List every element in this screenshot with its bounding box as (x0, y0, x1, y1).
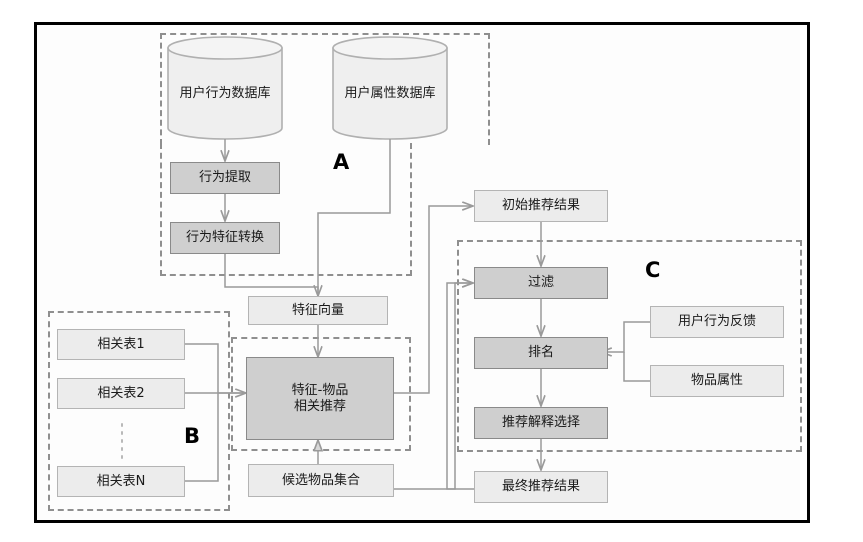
final-recommend-result-node[interactable]: 最终推荐结果 (474, 471, 608, 503)
item-attribute-node[interactable]: 物品属性 (650, 365, 784, 397)
edge-recommend-to-initial (394, 206, 473, 394)
edge-btables-bus (185, 343, 219, 482)
region-a-boundary-top (160, 33, 490, 145)
region-b-letter: B (184, 424, 201, 448)
region-a-letter: A (333, 150, 350, 174)
candidate-item-set-node[interactable]: 候选物品集合 (248, 464, 394, 497)
edge-feedback-to-ranking (601, 321, 650, 352)
edge-itemattr-to-ranking (623, 352, 650, 382)
relation-table-1-node[interactable]: 相关表1 (57, 329, 185, 360)
relation-table-n-node[interactable]: 相关表N (57, 466, 185, 497)
behavior-extract-node[interactable]: 行为提取 (170, 162, 280, 194)
user-behavior-feedback-node[interactable]: 用户行为反馈 (650, 306, 784, 338)
recommend-explanation-select-node[interactable]: 推荐解释选择 (474, 407, 608, 439)
filter-node[interactable]: 过滤 (474, 267, 608, 299)
user-behavior-db-shape (167, 36, 283, 140)
behavior-feature-transform-node[interactable]: 行为特征转换 (170, 222, 280, 254)
region-c-letter: C (645, 258, 661, 282)
relation-table-2-node[interactable]: 相关表2 (57, 378, 185, 409)
edge-final-feedback-to-filter (446, 283, 489, 490)
user-behavior-db: 用户行为数据库 (168, 60, 282, 128)
user-attribute-db-shape (332, 36, 448, 140)
user-attribute-db: 用户属性数据库 (333, 60, 447, 128)
feature-item-recommend-node[interactable]: 特征-物品 相关推荐 (246, 357, 394, 440)
user-behavior-db-label: 用户行为数据库 (179, 86, 271, 102)
feature-vector-node[interactable]: 特征向量 (248, 296, 388, 325)
initial-recommend-result-node[interactable]: 初始推荐结果 (474, 190, 608, 222)
region-b-boundary (48, 311, 230, 511)
region-a-boundary-bottom (160, 143, 412, 276)
edge-transform-to-featurevector (224, 254, 318, 296)
user-attribute-db-label: 用户属性数据库 (344, 86, 436, 102)
edge-db2-to-featurevector (317, 139, 391, 296)
ranking-node[interactable]: 排名 (474, 337, 608, 369)
region-c-boundary (457, 240, 802, 452)
edge-candidate-to-filter (394, 283, 473, 490)
